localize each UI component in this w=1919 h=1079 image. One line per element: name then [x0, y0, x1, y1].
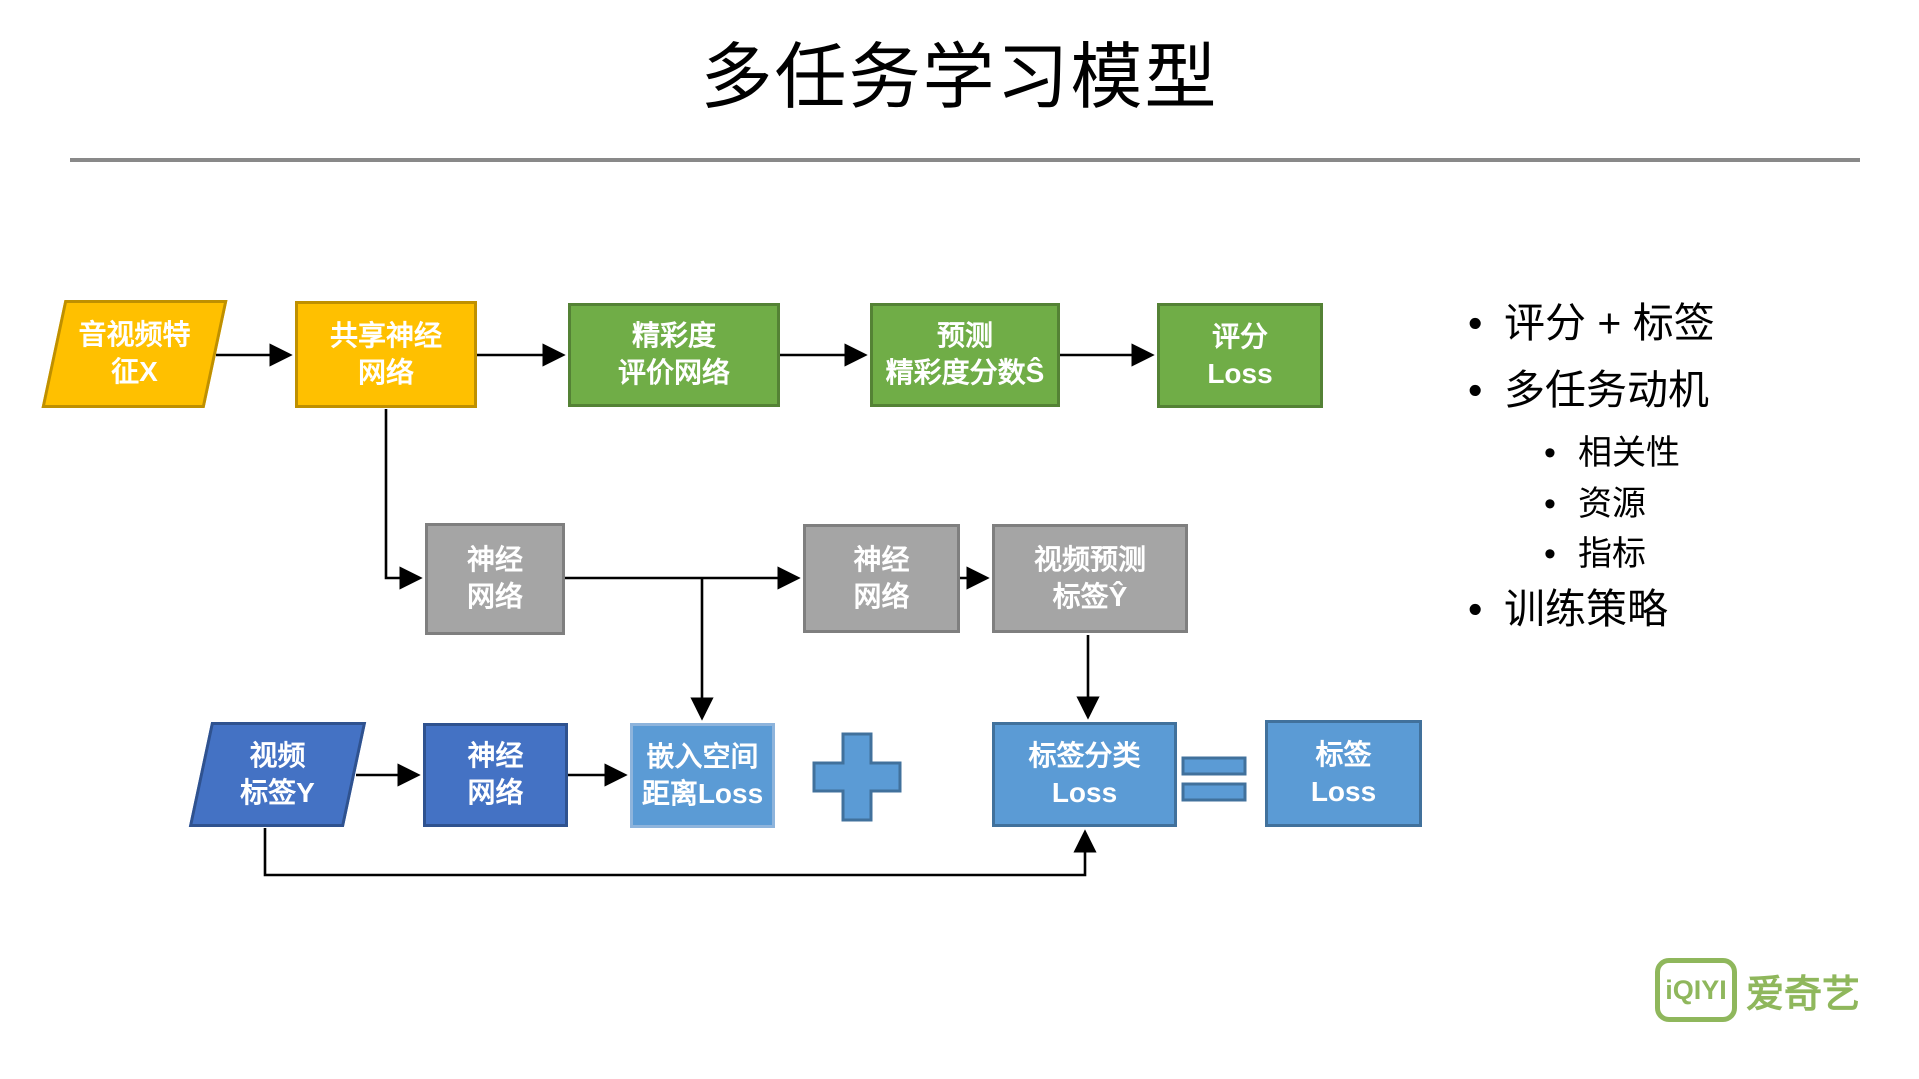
equals-operator-bottom-bar: [1181, 782, 1247, 802]
note-subitem: • 资源: [1468, 484, 1919, 523]
node-label-classification-loss: 标签分类 Loss: [992, 722, 1177, 827]
node-label: 精彩度分数Ŝ: [885, 357, 1045, 388]
node-label: 评分: [1211, 320, 1268, 352]
node-label: 评价网络: [617, 357, 730, 388]
note-label: 评分 + 标签: [1504, 300, 1715, 346]
node-label: 嵌入空间: [646, 740, 759, 772]
node-label: 网络: [466, 581, 523, 612]
node-video-predicted-label: 视频预测 标签Ŷ: [992, 524, 1188, 633]
bullet-icon: •: [1468, 586, 1483, 633]
note-subitem: • 指标: [1468, 537, 1919, 573]
node-predicted-highlight-score: 预测 精彩度分数Ŝ: [870, 303, 1060, 407]
node-highlight-eval-network: 精彩度 评价网络: [568, 303, 780, 407]
bullet-icon: •: [1468, 300, 1483, 346]
node-label: 标签Ŷ: [1052, 580, 1128, 612]
node-shared-neural-network: 共享神经 网络: [295, 301, 477, 408]
bullet-icon: •: [1544, 535, 1556, 574]
node-label: 神经: [853, 543, 910, 575]
node-label: 网络: [853, 580, 910, 612]
notes-list: • 评分 + 标签 • 多任务动机 • 相关性 • 资源 • 指标 • 训练策略: [1468, 300, 1919, 655]
node-label: 神经: [466, 544, 523, 576]
bullet-icon: •: [1544, 434, 1556, 473]
node-label: 标签Y: [240, 776, 315, 808]
node-label: 标签分类: [1028, 739, 1141, 771]
bullet-icon: •: [1468, 367, 1483, 414]
slide-title: 多任务学习模型: [700, 38, 1219, 118]
note-label: 训练策略: [1504, 586, 1668, 633]
note-item: • 多任务动机: [1468, 367, 1919, 414]
node-video-label: 视频 标签Y: [188, 722, 367, 827]
node-label: 音视频特: [78, 319, 191, 351]
node-label: 标签: [1315, 738, 1372, 770]
node-neural-network-bottom: 神经 网络: [423, 723, 568, 827]
iqiyi-logo-badge: iQIYI: [1655, 958, 1737, 1022]
node-neural-network-mid2: 神经 网络: [803, 524, 960, 633]
node-label: 精彩度: [631, 320, 716, 352]
node-embedding-distance-loss: 嵌入空间 距离Loss: [630, 723, 775, 828]
node-neural-network-mid1: 神经 网络: [425, 523, 565, 635]
note-item: • 评分 + 标签: [1468, 300, 1919, 346]
node-label: 距离Loss: [641, 777, 764, 809]
iqiyi-logo: iQIYI 爱奇艺: [1655, 958, 1860, 1022]
note-label: 多任务动机: [1504, 367, 1709, 414]
node-av-features: 音视频特 征X: [41, 300, 228, 408]
node-label: 征X: [111, 356, 158, 387]
note-label: 指标: [1578, 535, 1646, 574]
node-label: 共享神经: [329, 319, 442, 351]
bullet-icon: •: [1544, 484, 1556, 523]
node-label: 视频预测: [1033, 543, 1146, 575]
plus-operator: [812, 732, 902, 822]
note-label: 资源: [1578, 484, 1646, 523]
node-label: 预测: [936, 320, 993, 352]
iqiyi-logo-name: 爱奇艺: [1746, 973, 1861, 1016]
note-item: • 训练策略: [1468, 588, 1919, 631]
node-score-loss: 评分 Loss: [1157, 303, 1323, 408]
node-label: 网络: [357, 356, 414, 388]
equals-operator-top-bar: [1181, 756, 1247, 776]
node-label: Loss: [1310, 775, 1377, 807]
node-label-loss: 标签 Loss: [1265, 720, 1422, 827]
note-subitem: • 相关性: [1468, 434, 1919, 473]
note-label: 相关性: [1578, 434, 1680, 473]
node-label: 视频: [249, 739, 306, 771]
arrow-videolabel-to-clsloss-bottom: [263, 828, 1097, 877]
node-label: 神经: [467, 740, 524, 772]
node-label: 网络: [467, 777, 524, 808]
node-label: Loss: [1207, 357, 1273, 389]
node-label: Loss: [1051, 776, 1118, 808]
arrow-shared-to-nn1: [384, 409, 423, 590]
title-divider: [70, 158, 1860, 162]
